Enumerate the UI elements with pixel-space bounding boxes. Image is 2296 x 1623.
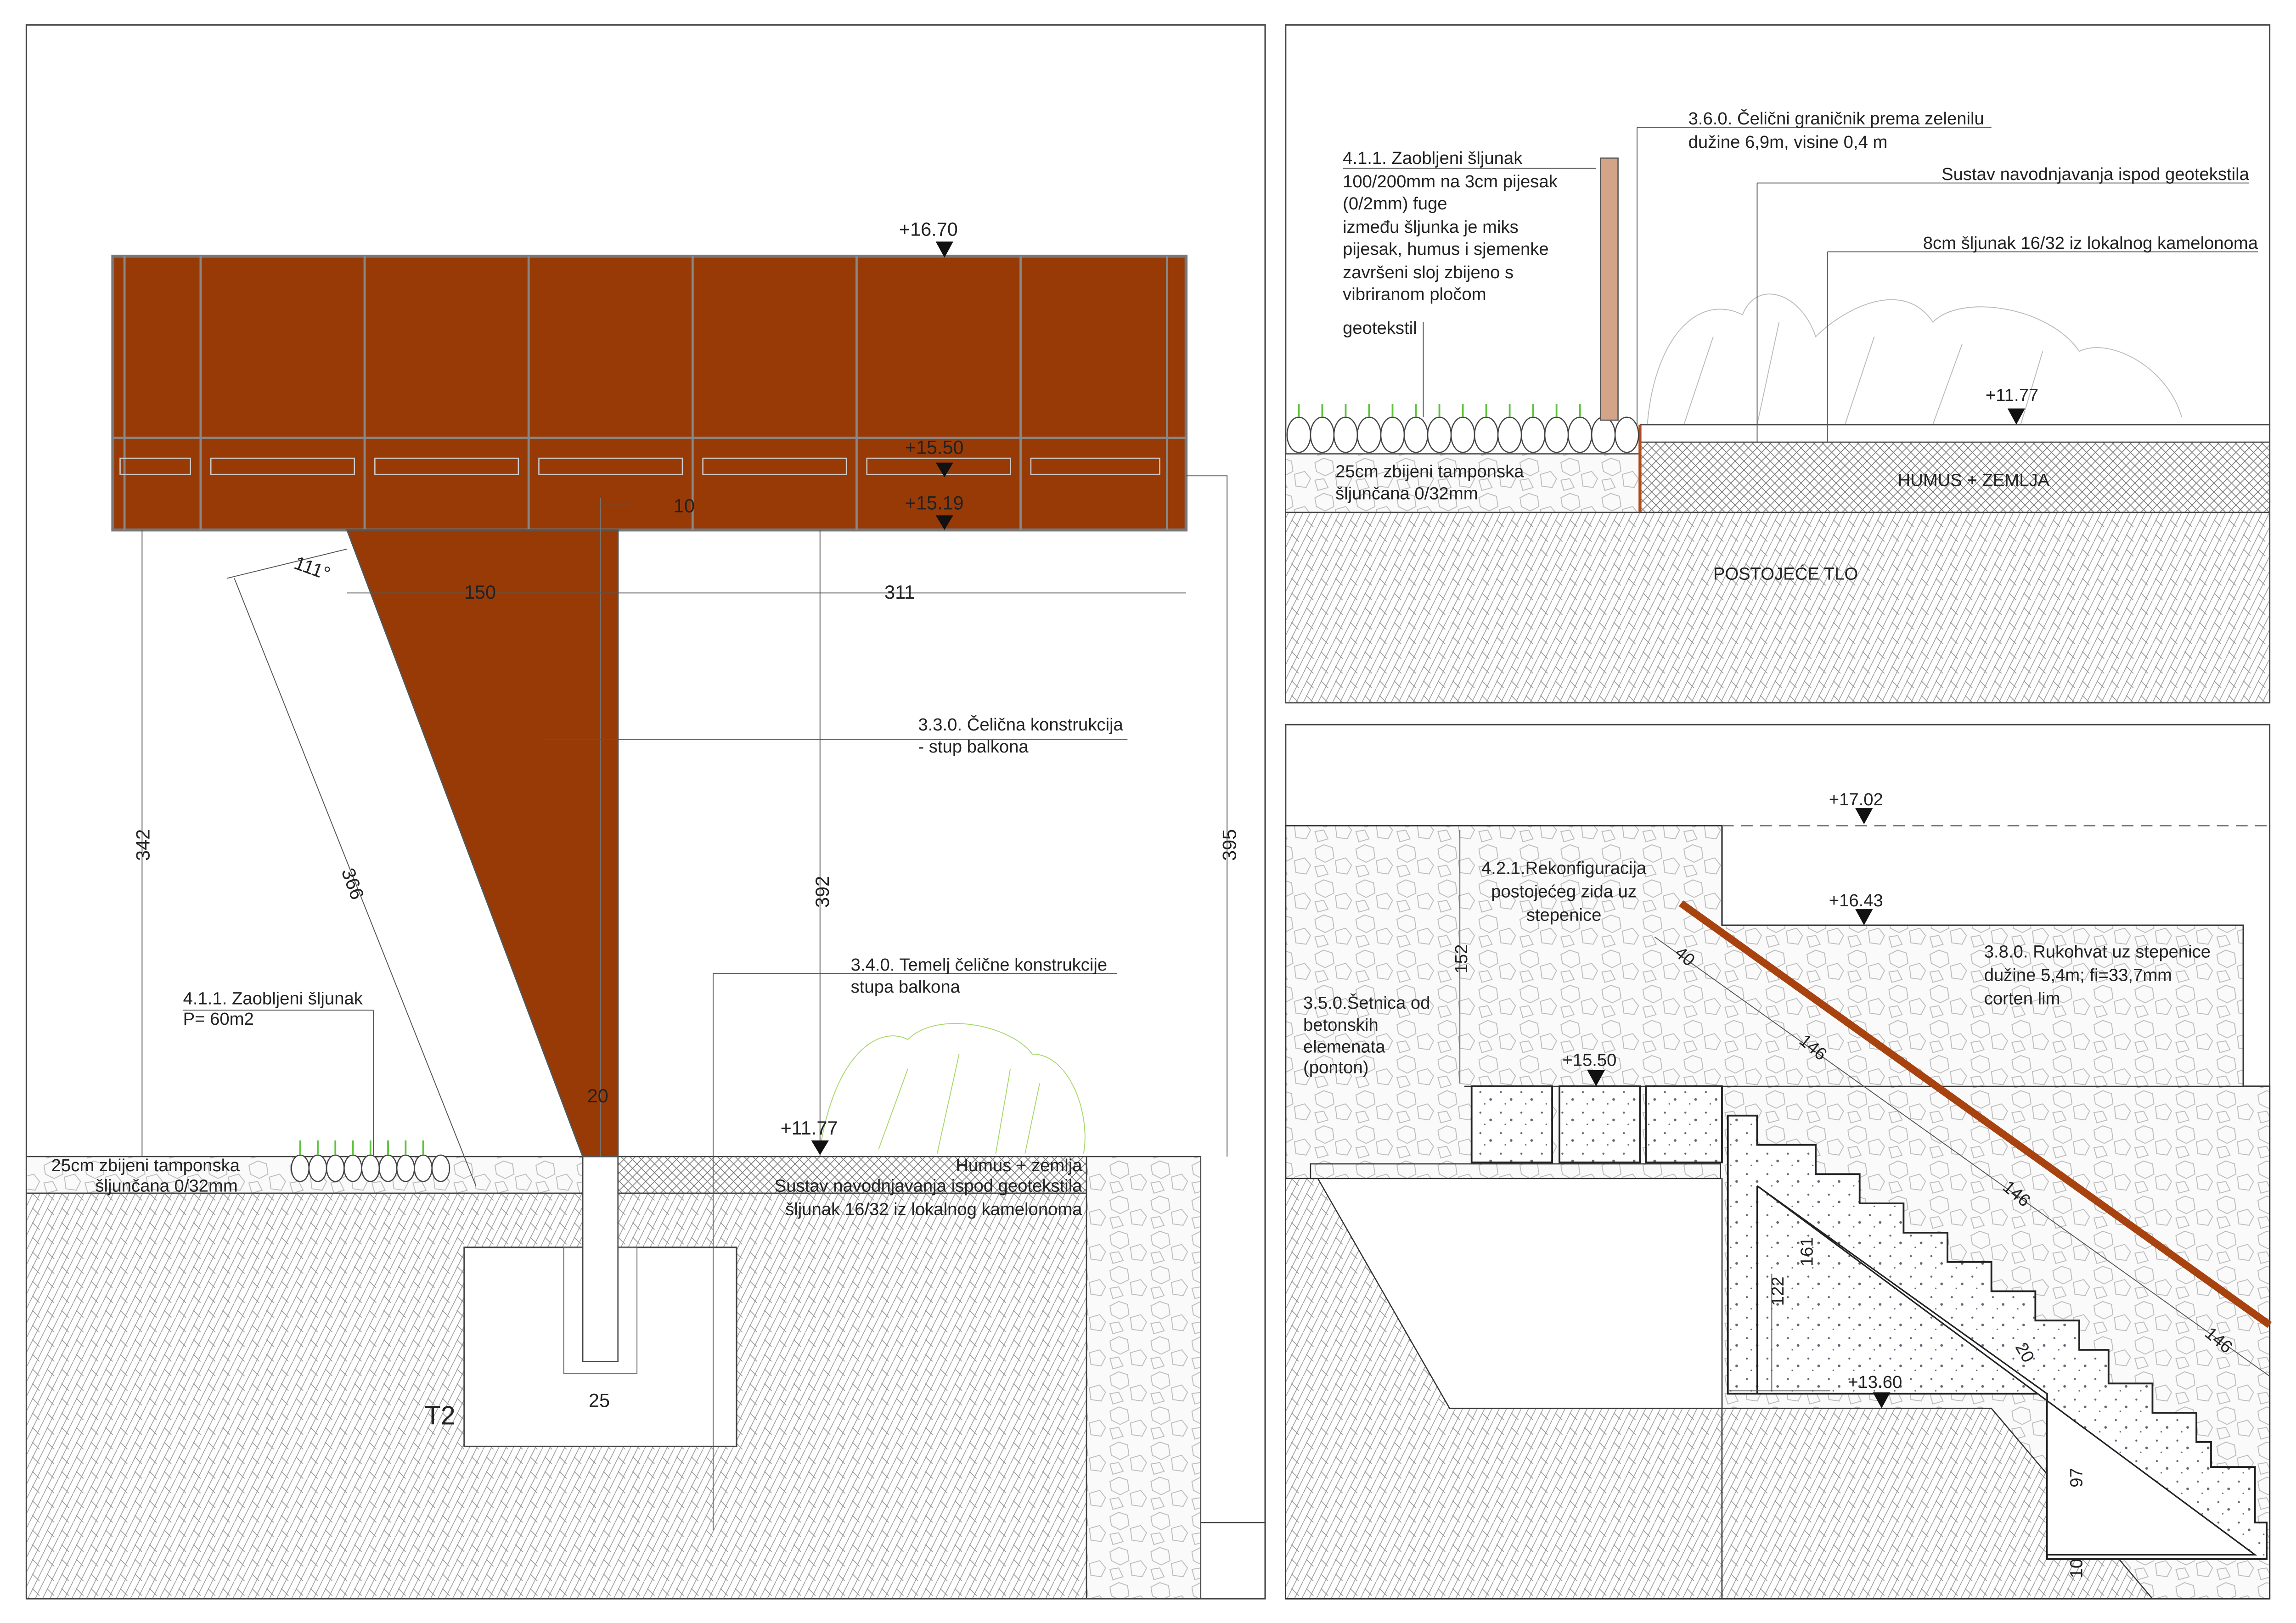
label-path-line: elemenata xyxy=(1303,1037,1385,1057)
dim-10: 10 xyxy=(674,495,695,517)
dim-161: 161 xyxy=(1797,1237,1817,1266)
label-rounded-gravel: 4.1.1. Zaobljeni šljunak xyxy=(183,988,363,1008)
plant-sketch xyxy=(1647,293,2183,425)
corten-handrail xyxy=(1679,900,2272,1328)
label-steel-edge-sub: dužine 6,9m, visine 0,4 m xyxy=(1688,132,1888,152)
dim-395: 395 xyxy=(1218,829,1240,861)
stone-wall xyxy=(1086,1156,1202,1600)
excavation xyxy=(1317,1178,1723,1409)
level-16-43: +16.43 xyxy=(1829,891,1883,910)
leader-lines xyxy=(1343,127,2258,442)
label-geotextile: geotekstil xyxy=(1343,318,1417,338)
dim-150: 150 xyxy=(464,581,496,603)
label-wall-reconfiguration: 4.2.1.Rekonfiguracija xyxy=(1481,859,1647,878)
level-11-77: +11.77 xyxy=(1986,386,2038,405)
label-gravel-line: 100/200mm na 3cm pijesak xyxy=(1343,172,1558,191)
label-gravel-line: između šljunka je miks xyxy=(1343,217,1519,237)
level-15-50: +15.50 xyxy=(905,436,964,458)
dim-97: 97 xyxy=(2066,1468,2086,1488)
level-16-70: +16.70 xyxy=(899,218,958,240)
dim-311: 311 xyxy=(884,581,915,603)
label-steel-construction: 3.3.0. Čelična konstrukcija xyxy=(918,714,1123,735)
label-gravel-area: P= 60m2 xyxy=(183,1009,254,1029)
balcony-deck xyxy=(111,254,1188,532)
label-irrigation: Sustav navodnjavanja ispod geotekstila xyxy=(1941,164,2250,184)
dim-392: 392 xyxy=(811,876,833,908)
steel-column xyxy=(346,529,619,1157)
dim-342: 342 xyxy=(132,829,153,861)
existing-soil xyxy=(1285,511,2270,703)
top-right-detail: +11.77 4.1.1. Zaobljeni šljunak 100/200m… xyxy=(1285,24,2271,704)
dim-10: 10 xyxy=(2066,1559,2086,1578)
level-markers xyxy=(1587,808,1891,1409)
label-steel-edge: 3.6.0. Čelični graničnik prema zelenilu xyxy=(1688,108,1984,129)
label-gravel-layer: 8cm šljunak 16/32 iz lokalnog kamelonoma xyxy=(1923,233,2258,253)
bottom-right-stair-detail: +17.02 +16.43 +15.50 +13.60 4.2.1.Rekonf… xyxy=(1285,724,2272,1600)
label-existing-soil: POSTOJEĆE TLO xyxy=(1713,564,1858,584)
dim-25: 25 xyxy=(589,1389,610,1411)
label-base-layer-sub: šljunčana 0/32mm xyxy=(1335,483,1478,503)
dim-122: 122 xyxy=(1768,1276,1788,1306)
dim-20: 20 xyxy=(587,1085,608,1106)
concrete-pontoon xyxy=(1470,1085,1723,1163)
base-gravel-layer xyxy=(1285,453,1641,513)
left-section-view: +16.70 +15.50 +15.19 +11.77 10 150 311 1… xyxy=(25,24,1266,1600)
dimension-lines xyxy=(1459,830,2270,1392)
label-wall-line: stepenice xyxy=(1526,905,1602,925)
label-handrail-line: dužine 5,4m; fi=33,7mm xyxy=(1984,965,2172,985)
level-13-60: +13.60 xyxy=(1848,1372,1902,1392)
column-pipe xyxy=(582,1156,619,1362)
grass xyxy=(299,1140,424,1155)
humus-layer xyxy=(617,1156,1087,1194)
boulders xyxy=(1286,416,1639,453)
label-handrail: 3.8.0. Rukohvat uz stepenice xyxy=(1984,942,2211,961)
label-pontoon-path: 3.5.0.Šetnica od xyxy=(1303,993,1430,1013)
label-foundation-sub: stupa balkona xyxy=(851,977,961,997)
level-15-50: +15.50 xyxy=(1562,1050,1616,1070)
label-humus: Humus + zemlja xyxy=(956,1156,1082,1175)
tag-t2: T2 xyxy=(425,1401,456,1431)
boulders xyxy=(291,1154,450,1182)
label-irrigation: Sustav navodnjavanja ispod geotekstila xyxy=(775,1176,1083,1196)
grass xyxy=(1298,404,1581,417)
label-base-layer-sub: šljunčana 0/32mm xyxy=(95,1176,237,1196)
label-steel-construction-sub: - stup balkona xyxy=(918,737,1029,757)
label-rounded-gravel: 4.1.1. Zaobljeni šljunak xyxy=(1343,148,1523,168)
dim-angle: 111° xyxy=(292,552,333,584)
label-wall-line: postojećeg zida uz xyxy=(1491,882,1637,902)
level-marker xyxy=(2007,408,2026,425)
label-gravel-line: (0/2mm) fuge xyxy=(1343,194,1447,213)
label-base-layer: 25cm zbijeni tamponska xyxy=(51,1156,240,1175)
label-gravel-line: završeni sloj zbijeno s xyxy=(1343,263,1514,282)
label-base-layer: 25cm zbijeni tamponska xyxy=(1335,462,1524,482)
level-11-77: +11.77 xyxy=(781,1117,838,1139)
label-path-line: (ponton) xyxy=(1303,1057,1368,1077)
label-path-line: betonskih xyxy=(1303,1015,1379,1035)
dimension-lines xyxy=(141,475,1228,1530)
steel-edge-post xyxy=(1600,157,1619,421)
label-gravel-line: vibriranom pločom xyxy=(1343,285,1486,304)
plant-sketch xyxy=(819,1023,1086,1154)
label-gravel-layer: šljunak 16/32 iz lokalnog kamelonoma xyxy=(785,1200,1082,1219)
level-15-19: +15.19 xyxy=(905,492,964,514)
humus-layer xyxy=(1639,441,2270,513)
label-gravel-line: pijesak, humus i sjemenke xyxy=(1343,239,1549,259)
dim-152: 152 xyxy=(1452,944,1471,974)
label-foundation: 3.4.0. Temelj čelične konstrukcije xyxy=(851,955,1107,975)
dim-366: 366 xyxy=(338,865,369,902)
level-markers xyxy=(811,241,953,1155)
label-handrail-line: corten lim xyxy=(1984,988,2060,1008)
level-17-02: +17.02 xyxy=(1829,790,1883,809)
label-humus: HUMUS + ZEMLJA xyxy=(1898,471,2050,490)
concrete-stairs xyxy=(1727,1114,2268,1560)
